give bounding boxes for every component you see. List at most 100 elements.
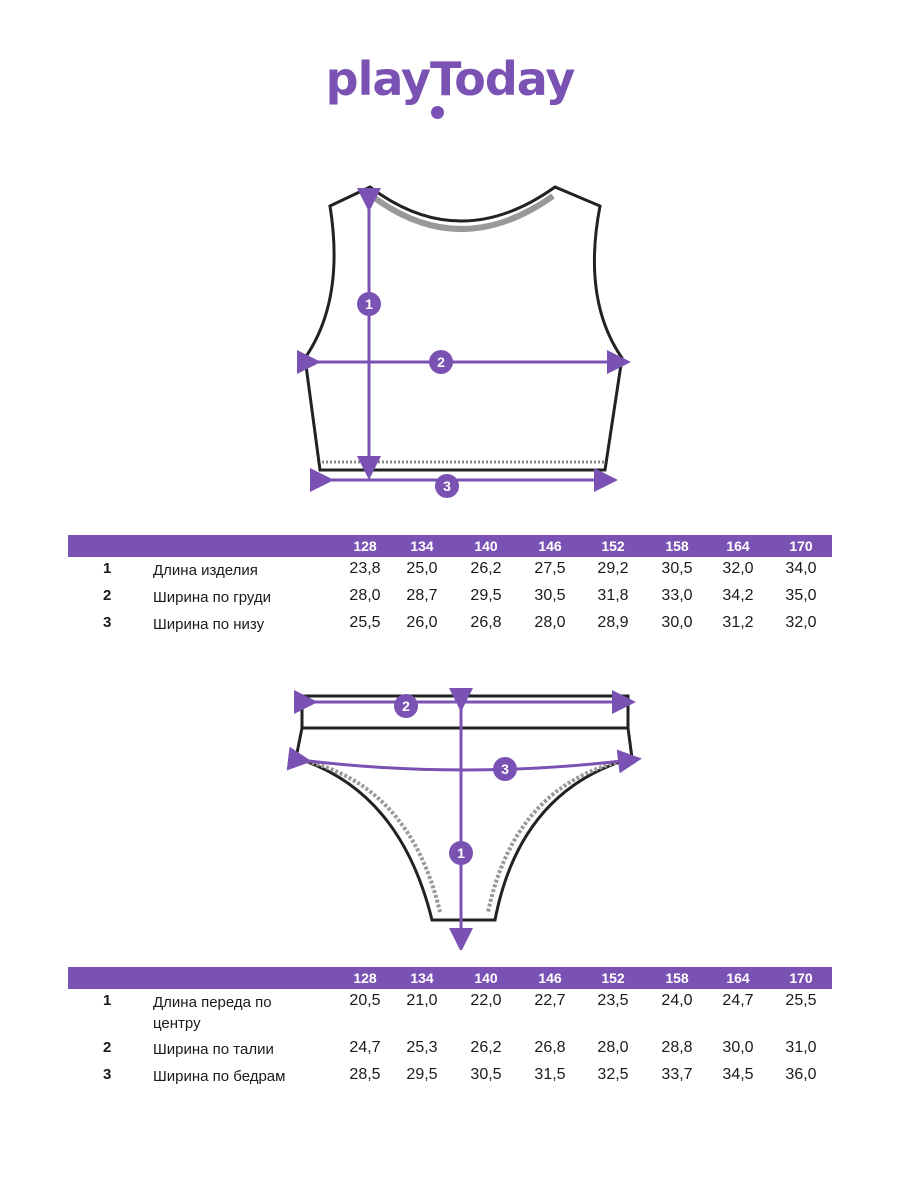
row-value: 32,5 <box>597 1066 629 1083</box>
row-value: 20,5 <box>349 992 381 1009</box>
size-col: 152 <box>601 538 625 554</box>
size-col: 164 <box>726 970 750 986</box>
size-col: 140 <box>474 970 498 986</box>
crop-top-outline <box>303 185 624 472</box>
marker-1 <box>449 841 473 865</box>
row-value: 29,5 <box>470 587 502 604</box>
row-value: 34,2 <box>722 587 754 604</box>
size-col: 152 <box>601 970 625 986</box>
row-value: 28,0 <box>534 614 566 631</box>
row-value: 31,5 <box>534 1066 566 1083</box>
measure-line-hips <box>286 746 642 774</box>
row-value: 31,0 <box>785 1039 817 1056</box>
row-value: 22,7 <box>534 992 566 1009</box>
row-value: 23,8 <box>349 560 381 577</box>
row-label: Ширина по низу <box>153 616 265 633</box>
marker-2-label: 2 <box>402 698 410 714</box>
size-col: 134 <box>410 538 434 554</box>
row-value: 26,8 <box>470 614 502 631</box>
table-row: 3 Ширина по низу 25,5 26,0 26,8 28,0 28,… <box>68 614 832 638</box>
table-row: 3 Ширина по бедрам 28,5 29,5 30,5 31,5 3… <box>68 1066 832 1090</box>
crop-top-diagram: 1 2 3 <box>297 185 631 498</box>
marker-1-label: 1 <box>365 296 373 312</box>
row-value: 35,0 <box>785 587 817 604</box>
size-header: 128 134 140 146 152 158 164 170 <box>68 535 832 557</box>
size-col: 170 <box>789 538 813 554</box>
row-value: 36,0 <box>785 1066 817 1083</box>
size-col: 158 <box>665 970 689 986</box>
row-value: 28,9 <box>597 614 629 631</box>
row-value: 28,5 <box>349 1066 381 1083</box>
row-value: 25,5 <box>785 992 817 1009</box>
row-value: 30,5 <box>470 1066 502 1083</box>
marker-2 <box>429 350 453 374</box>
size-col: 170 <box>789 970 813 986</box>
row-value: 30,5 <box>661 560 693 577</box>
crop-top-size-table: 128 134 140 146 152 158 164 170 1 Длина … <box>68 535 832 633</box>
row-value: 22,0 <box>470 992 502 1009</box>
row-value: 32,0 <box>722 560 754 577</box>
row-label: Ширина по бедрам <box>153 1068 286 1085</box>
row-value: 30,0 <box>661 614 693 631</box>
brand-logo: playToday <box>0 52 900 106</box>
row-value: 30,0 <box>722 1039 754 1056</box>
marker-3 <box>435 474 459 498</box>
row-value: 26,2 <box>470 1039 502 1056</box>
size-col: 164 <box>726 538 750 554</box>
row-value: 24,7 <box>722 992 754 1009</box>
row-value: 24,0 <box>661 992 693 1009</box>
marker-2 <box>394 694 418 718</box>
row-value: 28,0 <box>597 1039 629 1056</box>
row-value: 29,5 <box>406 1066 438 1083</box>
brand-logo-dot <box>431 106 444 119</box>
row-value: 31,8 <box>597 587 629 604</box>
briefs-size-table: 128 134 140 146 152 158 164 170 1 Длина … <box>68 967 832 1085</box>
brand-logo-text: playToday <box>325 52 576 106</box>
row-value: 28,7 <box>406 587 438 604</box>
row-value: 34,0 <box>785 560 817 577</box>
row-number: 1 <box>103 992 112 1009</box>
row-value: 27,5 <box>534 560 566 577</box>
table-row: 1 Длина изделия 23,8 25,0 26,2 27,5 29,2… <box>68 560 832 584</box>
size-header: 128 134 140 146 152 158 164 170 <box>68 967 832 989</box>
row-number: 1 <box>103 560 112 577</box>
row-value: 33,0 <box>661 587 693 604</box>
table-row: 2 Ширина по талии 24,7 25,3 26,2 26,8 28… <box>68 1039 832 1063</box>
marker-1-label: 1 <box>457 845 465 861</box>
table-row: 2 Ширина по груди 28,0 28,7 29,5 30,5 31… <box>68 587 832 611</box>
row-value: 26,8 <box>534 1039 566 1056</box>
row-number: 2 <box>103 587 112 604</box>
table-row: 1 Длина переда по центру 20,5 21,0 22,0 … <box>68 992 832 1036</box>
row-value: 33,7 <box>661 1066 693 1083</box>
row-value: 34,5 <box>722 1066 754 1083</box>
size-col: 128 <box>353 970 377 986</box>
row-value: 29,2 <box>597 560 629 577</box>
row-label: Длина переда по центру <box>153 994 272 1032</box>
row-value: 23,5 <box>597 992 629 1009</box>
row-value: 24,7 <box>349 1039 381 1056</box>
row-label: Ширина по талии <box>153 1041 274 1058</box>
row-value: 25,5 <box>349 614 381 631</box>
row-value: 21,0 <box>406 992 438 1009</box>
row-value: 28,0 <box>349 587 381 604</box>
row-value: 25,0 <box>406 560 438 577</box>
row-number: 3 <box>103 614 112 631</box>
row-label: Ширина по груди <box>153 589 272 606</box>
briefs-diagram: 2 3 1 <box>286 688 642 950</box>
marker-2-label: 2 <box>437 354 445 370</box>
size-col: 134 <box>410 970 434 986</box>
size-col: 128 <box>353 538 377 554</box>
row-value: 25,3 <box>406 1039 438 1056</box>
row-value: 28,8 <box>661 1039 693 1056</box>
marker-1 <box>357 292 381 316</box>
row-value: 26,2 <box>470 560 502 577</box>
size-col: 146 <box>538 970 562 986</box>
marker-3-label: 3 <box>501 761 509 777</box>
marker-3 <box>493 757 517 781</box>
row-number: 3 <box>103 1066 112 1083</box>
briefs-body <box>294 726 634 922</box>
size-col: 140 <box>474 538 498 554</box>
row-value: 31,2 <box>722 614 754 631</box>
row-value: 32,0 <box>785 614 817 631</box>
row-value: 26,0 <box>406 614 438 631</box>
